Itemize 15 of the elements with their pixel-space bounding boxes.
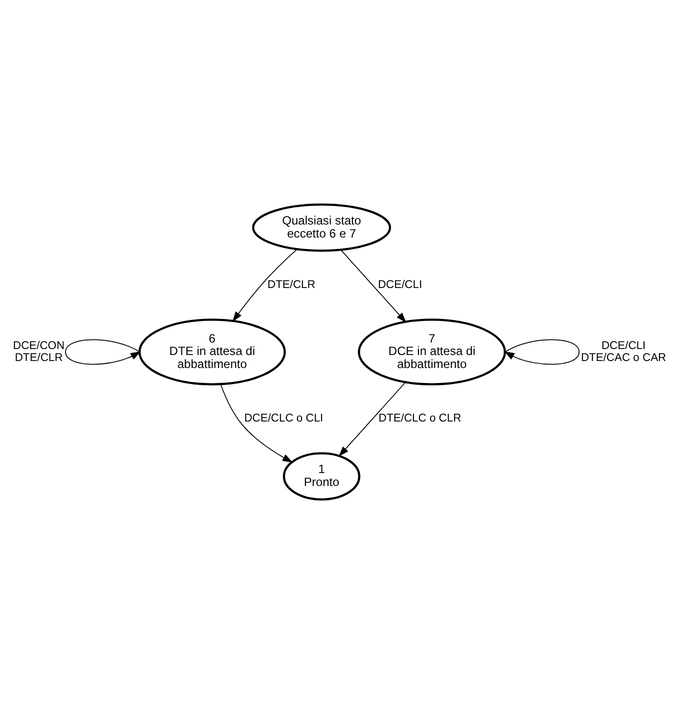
edge-label: DTE/CLC o CLR	[378, 412, 462, 425]
edge-label: DTE/CLR	[268, 279, 316, 292]
node-ellipse: Qualsiasi stato eccetto 6 e 7	[252, 203, 392, 252]
arrow	[340, 249, 406, 323]
arrow	[232, 248, 298, 322]
node-ellipse: 7 DCE in attesa di abbattimento	[358, 318, 506, 386]
arrow	[504, 339, 580, 365]
arrow	[220, 384, 293, 463]
edge-label: DCE/CLI	[378, 279, 422, 292]
arrow	[65, 339, 141, 365]
edge-label: DCE/CLI DTE/CAC o CAR	[580, 340, 666, 364]
edge-label: DCE/CON DTE/CLR	[13, 340, 65, 364]
node-ellipse: 6 DTE in attesa di abbattimento	[138, 318, 286, 386]
arrow	[338, 382, 406, 457]
edge-label: DCE/CLC o CLI	[244, 412, 324, 425]
